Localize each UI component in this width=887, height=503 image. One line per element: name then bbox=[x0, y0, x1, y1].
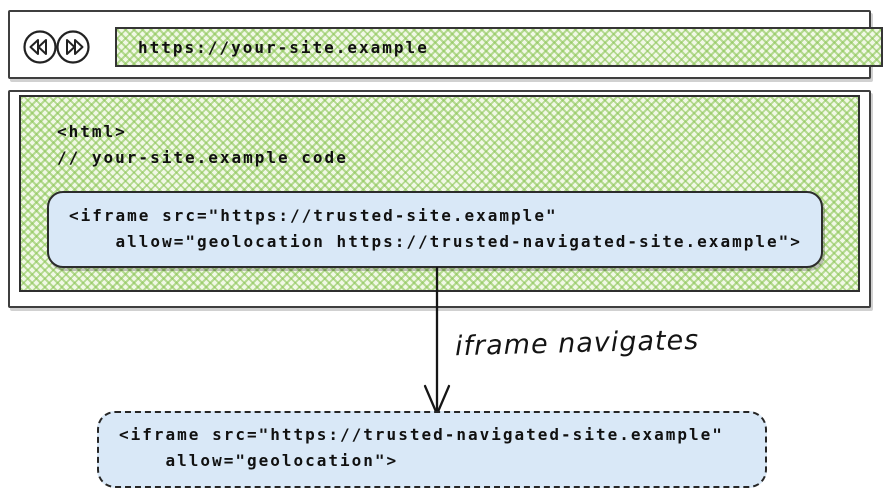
rewind-icon bbox=[22, 30, 58, 68]
browser-toolbar: https://your-site.example bbox=[8, 10, 883, 79]
browser-window: <html> // your-site.example code <iframe… bbox=[8, 90, 871, 308]
forward-button[interactable] bbox=[55, 29, 91, 65]
back-button[interactable] bbox=[22, 29, 58, 65]
iframe-allow-line: allow="geolocation https://trusted-navig… bbox=[69, 232, 802, 251]
navigated-iframe-allow-line: allow="geolocation"> bbox=[119, 451, 399, 470]
navigation-arrow bbox=[423, 266, 451, 416]
iframe-embed-box: <iframe src="https://trusted-site.exampl… bbox=[47, 191, 823, 268]
arrow-label: iframe navigates bbox=[454, 324, 700, 363]
navigated-iframe-src-line: <iframe src="https://trusted-navigated-s… bbox=[119, 425, 724, 444]
iframe-src-line: <iframe src="https://trusted-site.exampl… bbox=[69, 206, 558, 225]
fast-forward-icon bbox=[55, 30, 91, 68]
address-bar-url: https://your-site.example bbox=[138, 37, 429, 57]
code-line-comment: // your-site.example code bbox=[57, 148, 348, 167]
page-viewport: <html> // your-site.example code <iframe… bbox=[19, 95, 860, 292]
navigated-iframe-box: <iframe src="https://trusted-navigated-s… bbox=[97, 411, 767, 488]
page-source-code: <html> // your-site.example code bbox=[57, 119, 348, 171]
address-bar[interactable]: https://your-site.example bbox=[115, 27, 883, 67]
code-line-html-open: <html> bbox=[57, 122, 127, 141]
